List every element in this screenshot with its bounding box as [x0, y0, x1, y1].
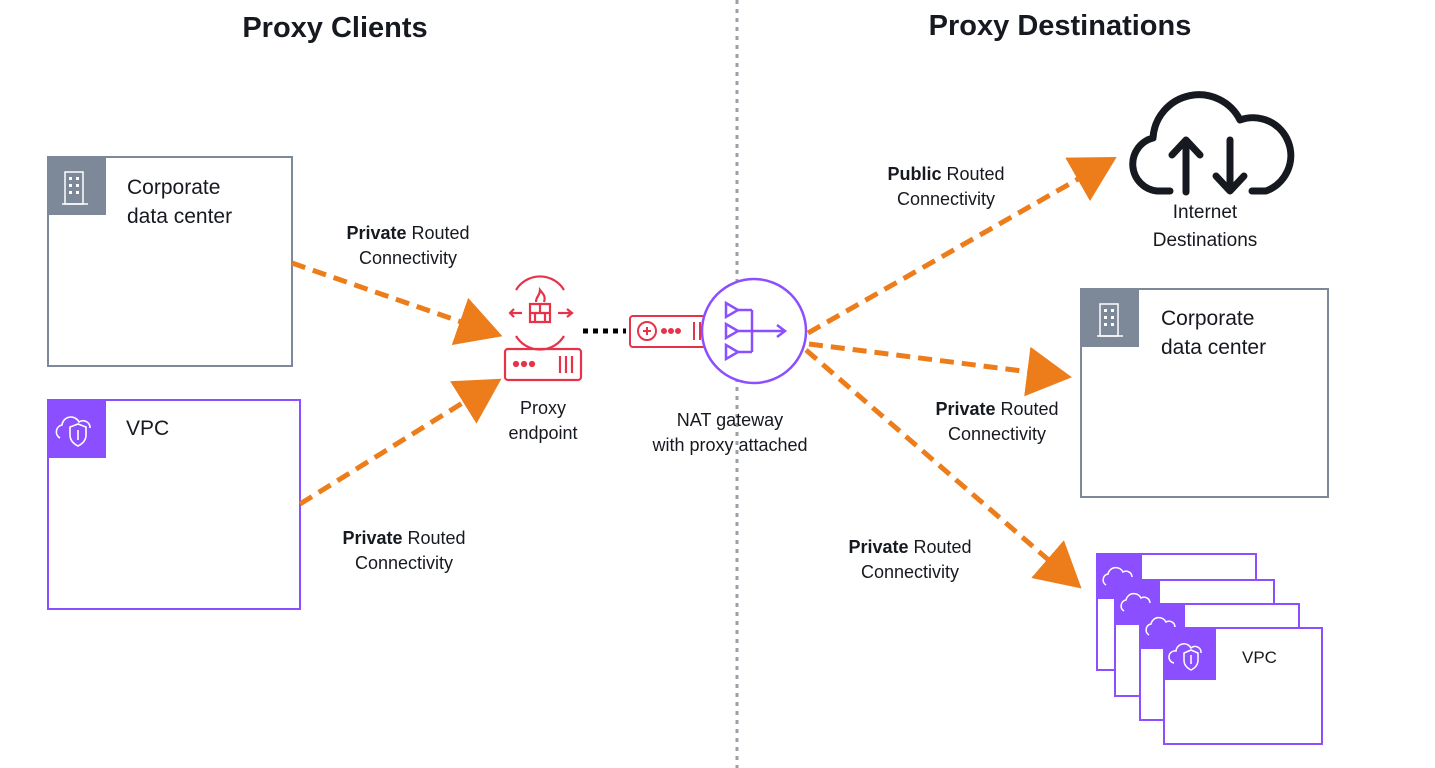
nat-gateway-icon [700, 277, 808, 385]
firewall-proxy-icon [503, 275, 583, 382]
cloud-upload-download-icon [1129, 91, 1295, 196]
internet-destinations-label: Internet Destinations [1152, 202, 1258, 251]
client-datacenter-label: Corporate data center [127, 176, 233, 228]
dest-datacenter-label: Corporate data center [1161, 307, 1267, 359]
nat-gateway-label: NAT gateway with proxy attached [652, 410, 808, 455]
arrow-nat-to-internet [806, 157, 1117, 336]
dest-vpc-label: VPC [1242, 648, 1277, 667]
arrow-nat-to-datacenter [808, 341, 1072, 397]
arrow-dc-to-endpoint [291, 260, 503, 346]
dest-vpc-stack [1096, 553, 1323, 745]
client-vpc-box [47, 399, 301, 610]
client-vpc-label: VPC [126, 417, 170, 440]
edge-label-dest-vpcs: Private Routed Connectivity [848, 537, 972, 582]
dest-datacenter-box [1080, 288, 1329, 498]
arrow-nat-to-vpcs [804, 348, 1082, 589]
edge-label-client-vpc: Private Routed Connectivity [342, 528, 466, 573]
client-datacenter-box [47, 156, 293, 367]
arrow-vpc-to-endpoint [298, 378, 502, 507]
building-icon [1097, 303, 1123, 337]
edge-label-dest-internet: Public Routed Connectivity [887, 164, 1005, 209]
vpc-cloud-shield-icon [1168, 643, 1202, 671]
edge-label-dest-dc: Private Routed Connectivity [935, 399, 1059, 444]
proxy-endpoint-label: Proxy endpoint [508, 398, 578, 443]
heading-proxy-clients: Proxy Clients [242, 12, 428, 44]
vpc-cloud-shield-icon [55, 416, 91, 447]
edge-label-client-dc: Private Routed Connectivity [346, 223, 470, 268]
heading-proxy-destinations: Proxy Destinations [928, 10, 1192, 42]
building-icon [62, 171, 88, 205]
vpc-stack-layer-front [1163, 627, 1323, 745]
